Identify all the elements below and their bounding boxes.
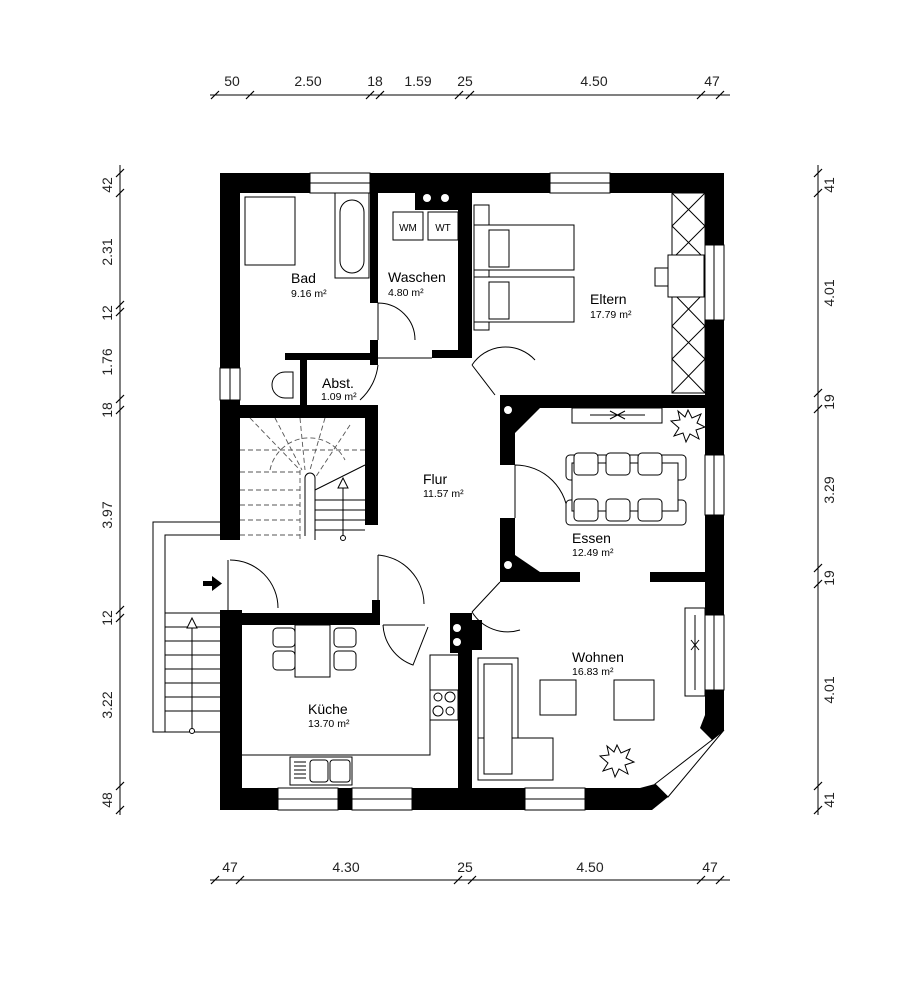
dim-label: 12 [99, 305, 115, 321]
entrance-door[interactable] [227, 559, 279, 610]
door-flur[interactable] [377, 554, 425, 605]
dim-label: 2.31 [99, 238, 115, 265]
washer-label: WM [399, 223, 417, 234]
dimension-bottom: 47 4.30 25 4.50 47 [210, 859, 730, 885]
dim-label: 18 [367, 73, 383, 89]
room-name-wohnen: Wohnen [572, 649, 624, 665]
room-area-waschen: 4.80 m² [388, 287, 424, 299]
dim-label: 4.50 [580, 73, 607, 89]
room-area-flur: 11.57 m² [423, 488, 464, 500]
dim-label: 4.50 [576, 859, 603, 875]
dim-label: 3.29 [821, 476, 837, 503]
room-name-bad: Bad [291, 270, 316, 286]
dim-label: 1.59 [404, 73, 431, 89]
wardrobe [654, 192, 706, 394]
room-name-waschen: Waschen [388, 269, 446, 285]
dim-label: 19 [821, 394, 837, 410]
dryer-label: WT [435, 223, 451, 234]
door-essen[interactable] [514, 464, 569, 519]
door-kueche[interactable] [382, 624, 429, 666]
door-eltern[interactable] [471, 346, 536, 396]
toilet-icon [271, 371, 294, 399]
dim-label: 42 [99, 177, 115, 193]
room-name-abst: Abst. [322, 375, 354, 391]
dim-label: 41 [821, 792, 837, 808]
room-area-eltern: 17.79 m² [590, 309, 632, 321]
room-area-bad: 9.16 m² [291, 288, 327, 300]
dimension-right: 41 4.01 19 3.29 19 4.01 41 [813, 165, 837, 815]
bad-fixtures [244, 192, 370, 399]
dim-label: 1.76 [99, 348, 115, 375]
room-area-essen: 12.49 m² [572, 547, 614, 559]
dim-label: 41 [821, 177, 837, 193]
shower [244, 196, 296, 266]
dim-label: 4.30 [332, 859, 359, 875]
dim-label: 25 [457, 859, 473, 875]
entrance-stair [152, 521, 220, 734]
room-area-wohnen: 16.83 m² [572, 666, 614, 678]
door-abst[interactable] [359, 357, 432, 401]
room-name-eltern: Eltern [590, 291, 627, 307]
dining-table [565, 407, 687, 526]
chimney-shafts [423, 194, 512, 646]
dim-label: 50 [224, 73, 240, 89]
double-bed [473, 204, 575, 331]
dim-label: 2.50 [294, 73, 321, 89]
dim-label: 12 [99, 610, 115, 626]
walls [220, 173, 724, 810]
room-area-kueche: 13.70 m² [308, 718, 350, 730]
room-name-flur: Flur [423, 471, 447, 487]
dim-label: 25 [457, 73, 473, 89]
dim-label: 47 [704, 73, 720, 89]
kitchen-furniture [242, 624, 459, 786]
doors[interactable] [227, 302, 569, 666]
room-area-abst: 1.09 m² [321, 391, 357, 403]
dim-label: 48 [99, 792, 115, 808]
dimension-left: 42 2.31 12 1.76 18 3.97 12 3.22 48 [99, 165, 125, 815]
door-waschen[interactable] [377, 302, 416, 341]
dim-label: 19 [821, 570, 837, 586]
dimension-top: 50 2.50 18 1.59 25 4.50 47 [210, 73, 730, 100]
room-name-essen: Essen [572, 530, 611, 546]
dim-label: 3.97 [99, 501, 115, 528]
entrance-arrow-icon [203, 576, 222, 591]
room-labels: Bad 9.16 m² Waschen 4.80 m² Eltern 17.79… [291, 269, 632, 730]
room-name-kueche: Küche [308, 701, 348, 717]
dim-label: 47 [702, 859, 718, 875]
laundry-appliances: WM WT [392, 211, 459, 241]
dim-label: 3.22 [99, 691, 115, 718]
dim-label: 4.01 [821, 279, 837, 306]
dim-label: 18 [99, 402, 115, 418]
plant-icon [598, 408, 707, 779]
dim-label: 47 [222, 859, 238, 875]
windows [219, 172, 725, 811]
living-furniture [477, 607, 706, 781]
door-wohnen[interactable] [471, 581, 521, 633]
dim-label: 4.01 [821, 676, 837, 703]
staircase [240, 417, 366, 541]
